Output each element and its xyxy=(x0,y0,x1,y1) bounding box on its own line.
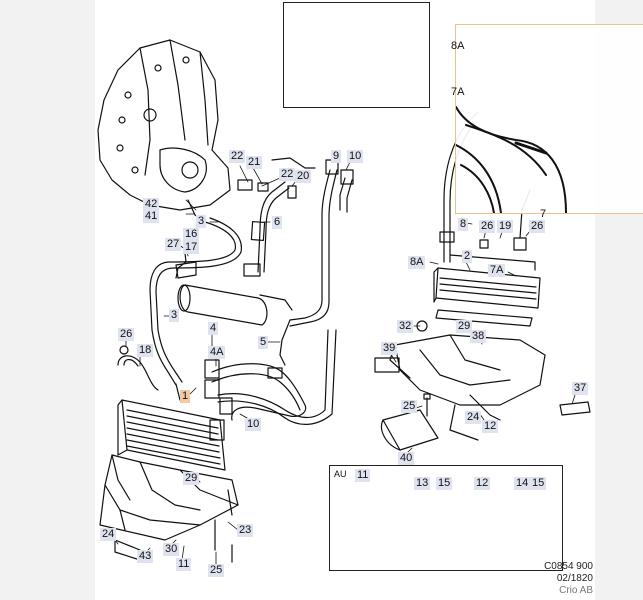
callout-27: 27 xyxy=(165,238,182,251)
callout-8a-partial: 8A xyxy=(451,40,465,52)
figure-date: 02/1820 xyxy=(556,573,593,584)
callout-32: 32 xyxy=(397,320,414,333)
callout-14: 14 xyxy=(514,477,531,490)
callout-26a: 26 xyxy=(118,328,135,341)
bolt-25 xyxy=(423,393,431,417)
callout-8: 8 xyxy=(458,218,469,231)
callout-29b: 29 xyxy=(456,320,473,333)
car-front-inset-frame xyxy=(283,2,430,108)
callout-10a: 10 xyxy=(347,150,364,163)
callout-21: 21 xyxy=(246,156,263,169)
shield-tube xyxy=(177,284,268,326)
callout-7a: 7A xyxy=(488,264,506,277)
callout-39: 39 xyxy=(381,342,398,355)
callout-8a: 8A xyxy=(408,256,426,269)
hose-sleeve-40 xyxy=(380,409,439,451)
callout-10b: 10 xyxy=(245,418,262,431)
callout-7a-partial: 7A xyxy=(451,86,465,98)
overlay-panel xyxy=(455,24,643,214)
callout-4: 4 xyxy=(208,322,219,335)
callout-38: 38 xyxy=(470,330,487,343)
callout-30: 30 xyxy=(163,543,180,556)
callout-42: 42 xyxy=(143,198,160,211)
callout-17: 17 xyxy=(183,241,200,254)
callout-16: 16 xyxy=(183,228,200,241)
callout-6: 6 xyxy=(272,216,283,229)
callout-24b: 24 xyxy=(465,411,482,424)
callout-25b: 25 xyxy=(401,400,418,413)
callout-24a: 24 xyxy=(100,528,117,541)
pipe-bundle-lower xyxy=(204,294,337,425)
callout-12a: 12 xyxy=(482,420,499,433)
callout-13: 13 xyxy=(414,477,431,490)
callout-3b: 3 xyxy=(169,309,180,322)
callout-7: 7 xyxy=(540,208,547,220)
callout-20: 20 xyxy=(295,170,312,183)
callout-43: 43 xyxy=(137,550,154,563)
callout-37: 37 xyxy=(572,382,589,395)
lower-shroud-right xyxy=(374,320,546,441)
callout-26b: 26 xyxy=(479,220,496,233)
pipe-3 xyxy=(149,217,242,386)
callout-15b: 15 xyxy=(530,477,547,490)
figure-code: C0854 900 xyxy=(544,561,593,572)
callout-25a: 25 xyxy=(208,564,225,577)
callout-22b: 22 xyxy=(279,168,296,181)
callout-2: 2 xyxy=(462,250,473,263)
callout-29a: 29 xyxy=(183,472,200,485)
left-margin xyxy=(0,0,95,600)
callout-11a: 11 xyxy=(176,558,192,571)
pipe-9-10 xyxy=(289,159,354,327)
callout-23: 23 xyxy=(237,524,254,537)
transmission-housing xyxy=(97,39,231,223)
inset-label: AU xyxy=(334,469,347,479)
callout-22a: 22 xyxy=(229,150,246,163)
oil-cooler-right xyxy=(433,231,541,327)
callout-15a: 15 xyxy=(436,477,453,490)
callout-40: 40 xyxy=(398,452,415,465)
callout-9: 9 xyxy=(331,150,342,163)
publisher: Crio AB xyxy=(559,585,593,596)
callout-19: 19 xyxy=(497,220,514,233)
callout-18: 18 xyxy=(137,344,154,357)
callout-26c: 26 xyxy=(529,220,546,233)
callout-12b: 12 xyxy=(474,477,491,490)
callout-3a: 3 xyxy=(196,215,207,228)
callout-1: 1 xyxy=(180,390,191,403)
overlay-pipe-detail xyxy=(455,106,567,214)
figure-reference: C0854 900 02/1820 Crio AB xyxy=(544,561,593,597)
oil-cooler-left xyxy=(117,399,226,471)
callout-41: 41 xyxy=(143,210,160,223)
pipe-6 xyxy=(243,181,290,277)
callout-4a: 4A xyxy=(208,346,226,359)
callout-11b: 11 xyxy=(355,469,371,482)
bracket-37 xyxy=(559,401,591,416)
callout-5: 5 xyxy=(258,336,269,349)
